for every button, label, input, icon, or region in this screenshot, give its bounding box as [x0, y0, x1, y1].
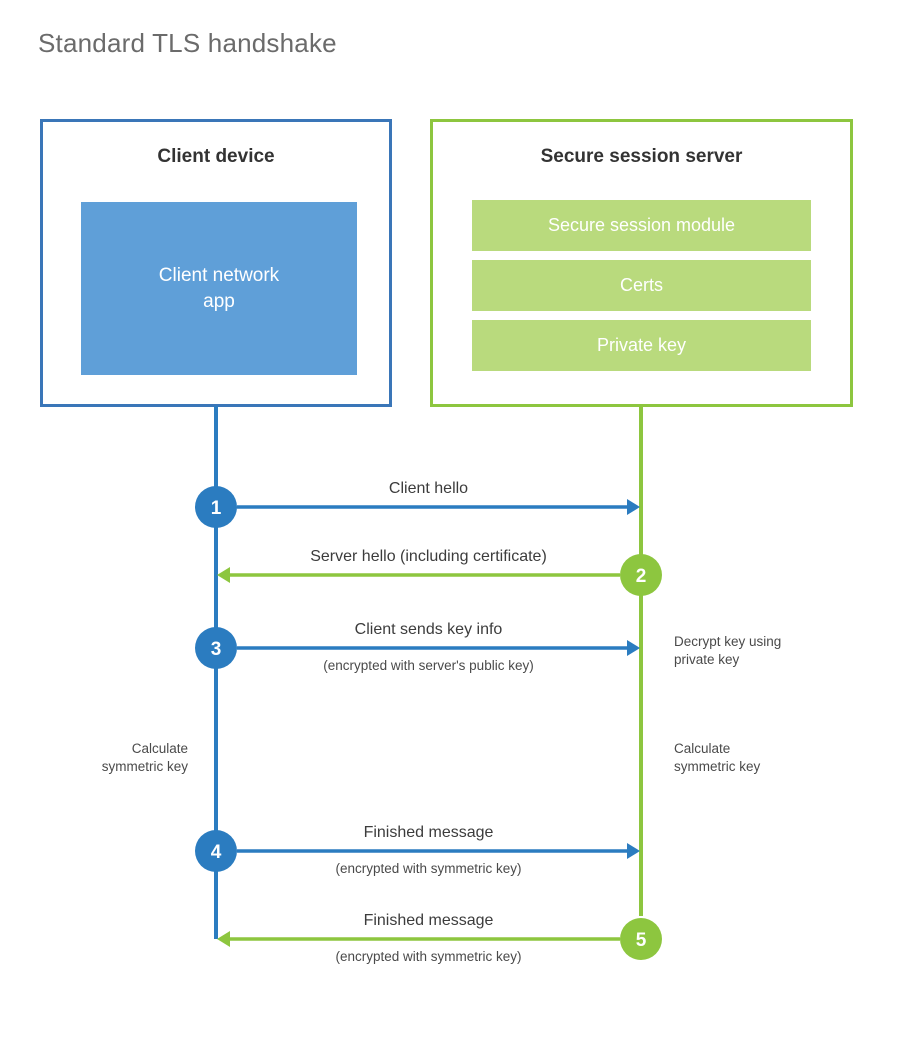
step-4-sublabel: (encrypted with symmetric key)	[335, 861, 522, 876]
step-5-arrowhead	[217, 931, 230, 947]
server-module-2: Certs	[472, 260, 811, 311]
step-1-circle[interactable]	[195, 486, 237, 528]
step-4-number: 4	[211, 842, 222, 863]
step-1-arrow-group: 1	[195, 486, 640, 528]
step-4-arrowhead	[627, 843, 640, 859]
page-title: Standard TLS handshake	[38, 28, 337, 58]
step-2-circle[interactable]	[620, 554, 662, 596]
step-1-label: Client hello	[388, 480, 469, 497]
step-5-sublabel: (encrypted with symmetric key)	[335, 949, 522, 964]
step-1-number: 1	[211, 498, 222, 519]
step-3-circle[interactable]	[195, 627, 237, 669]
secure-session-server-box: Secure session server Secure session mod…	[430, 119, 853, 407]
server-module-3: Private key	[472, 320, 811, 371]
step-5-label: Finished message	[363, 912, 494, 929]
secure-session-server-title: Secure session server	[540, 146, 743, 167]
step-3-number: 3	[211, 639, 222, 660]
step-3-sublabel: (encrypted with server's public key)	[323, 658, 534, 673]
client-device-title: Client device	[157, 146, 275, 167]
step-2-label: Server hello (including certificate)	[310, 548, 547, 565]
step-4-arrow-group: 4	[195, 830, 640, 872]
step-4-circle[interactable]	[195, 830, 237, 872]
step-2-number: 2	[636, 566, 647, 587]
step-2-arrowhead	[217, 567, 230, 583]
step-4-label: Finished message	[363, 824, 494, 841]
step-5-number: 5	[636, 930, 647, 951]
step-3-arrow-group: 3	[195, 627, 640, 669]
step-3-label: Client sends key info	[354, 621, 503, 638]
step-5-circle[interactable]	[620, 918, 662, 960]
step-5-arrow-group: 5	[217, 918, 662, 960]
step-3-arrowhead	[627, 640, 640, 656]
step-1-arrowhead	[627, 499, 640, 515]
step-2-arrow-group: 2	[217, 554, 662, 596]
server-module-1: Secure session module	[472, 200, 811, 251]
